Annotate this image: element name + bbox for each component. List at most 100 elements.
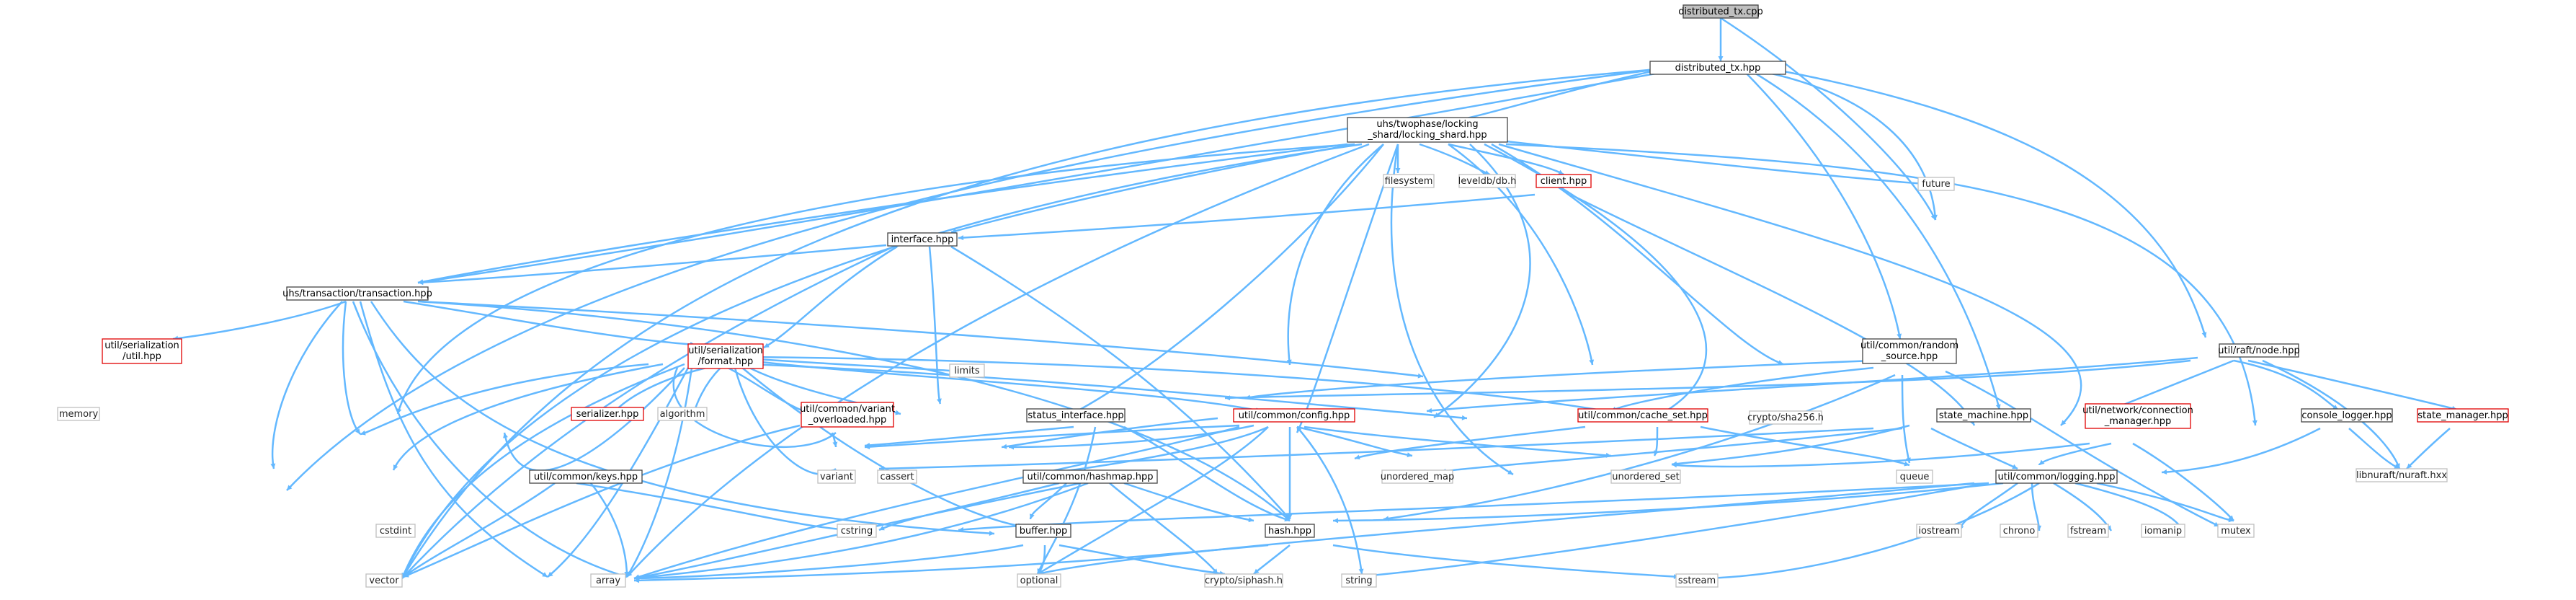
node-label-line-2: _source.hpp (1881, 351, 1938, 362)
node-state-manager-hpp[interactable]: state_manager.hpp (2417, 408, 2509, 423)
node-locking-shard-hpp[interactable]: uhs/twophase/locking _shard/locking_shar… (1347, 117, 1508, 143)
node-hash-hpp[interactable]: hash.hpp (1265, 524, 1315, 538)
edge (1720, 17, 1937, 221)
node-transaction-hpp[interactable]: uhs/transaction/transaction.hpp (282, 286, 432, 301)
edge (950, 143, 1355, 234)
node-crypto-sha256-h[interactable]: crypto/sha256.h (1747, 410, 1824, 425)
node-serialization-util-hpp[interactable]: util/serialization /util.hpp (102, 338, 182, 364)
node-variant[interactable]: variant (817, 469, 856, 484)
edge (763, 245, 898, 349)
node-label-line-1: util/network/connection (2082, 405, 2193, 416)
node-label: vector (369, 575, 399, 586)
edge (928, 246, 942, 405)
node-cstring[interactable]: cstring (837, 524, 877, 538)
edge (1671, 442, 2090, 468)
edge-arrowhead (2394, 464, 2399, 469)
node-unordered-map[interactable]: unordered_map (1381, 469, 1455, 484)
node-connection-manager-hpp[interactable]: util/network/connection _manager.hpp (2082, 403, 2193, 429)
node-leveldb-db-h[interactable]: leveldb/db.h (1458, 174, 1517, 188)
edge (2348, 428, 2400, 470)
edge (359, 301, 548, 578)
edge (1671, 424, 1910, 466)
node-random-source-hpp[interactable]: util/common/random _source.hpp (1860, 338, 1958, 364)
edge (1332, 544, 1680, 578)
node-array[interactable]: array (590, 573, 626, 588)
node-label: distributed_tx.cpp (1678, 6, 1763, 17)
node-hashmap-hpp[interactable]: util/common/hashmap.hpp (1022, 469, 1158, 484)
node-chrono[interactable]: chrono (2000, 524, 2038, 538)
node-logging-hpp[interactable]: util/common/logging.hpp (1995, 469, 2118, 484)
node-label: fstream (2070, 526, 2106, 537)
edge (2161, 427, 2321, 474)
node-buffer-hpp[interactable]: buffer.hpp (1015, 524, 1071, 538)
node-label-line-1: util/common/random (1860, 340, 1958, 351)
edge-arrowhead (1558, 169, 1564, 175)
node-console-logger-hpp[interactable]: console_logger.hpp (2301, 408, 2393, 423)
node-keys-hpp[interactable]: util/common/keys.hpp (529, 469, 643, 484)
node-label: distributed_tx.hpp (1675, 63, 1761, 74)
edge (958, 193, 1536, 239)
node-cache-set-hpp[interactable]: util/common/cache_set.hpp (1577, 408, 1708, 423)
node-distributed-tx-cpp[interactable]: distributed_tx.cpp (1678, 4, 1763, 19)
node-interface-hpp[interactable]: interface.hpp (887, 232, 958, 247)
edge (352, 301, 628, 578)
edge-arrowhead (624, 571, 630, 577)
node-future[interactable]: future (1917, 177, 1955, 191)
node-vector[interactable]: vector (365, 573, 403, 588)
edge (1296, 425, 1413, 457)
node-memory[interactable]: memory (57, 407, 100, 421)
node-cstdint[interactable]: cstdint (375, 524, 416, 538)
node-variant-overloaded-hpp[interactable]: util/common/variant _overloaded.hpp (800, 402, 895, 428)
edge (1059, 544, 1226, 575)
node-label-line-1: util/serialization (104, 340, 179, 351)
node-optional[interactable]: optional (1017, 573, 1061, 588)
node-fstream[interactable]: fstream (2067, 524, 2109, 538)
edge-arrowhead (1383, 516, 1389, 521)
node-label: variant (820, 472, 853, 482)
edge (2247, 359, 2458, 411)
node-state-machine-hpp[interactable]: state_machine.hpp (1936, 408, 2031, 423)
node-mutex[interactable]: mutex (2217, 524, 2255, 538)
edge (1498, 143, 2082, 426)
edge-arrowhead (895, 410, 901, 415)
edge (417, 300, 1424, 378)
node-iostream[interactable]: iostream (1916, 524, 1962, 538)
edge-arrowhead (418, 280, 424, 286)
node-config-hpp[interactable]: util/common/config.hpp (1233, 408, 1355, 423)
edge (360, 363, 649, 436)
edge (1958, 482, 2018, 531)
node-status-interface-hpp[interactable]: status_interface.hpp (1026, 408, 1126, 423)
edge-arrowhead (958, 235, 964, 241)
node-unordered-set[interactable]: unordered_set (1610, 469, 1681, 484)
edge (1244, 359, 1874, 400)
node-algorithm[interactable]: algorithm (657, 407, 708, 421)
node-distributed-tx-hpp[interactable]: distributed_tx.hpp (1649, 61, 1786, 75)
node-queue[interactable]: queue (1896, 469, 1933, 484)
edge-arrowhead (1461, 415, 1467, 420)
node-crypto-siphash-h[interactable]: crypto/siphash.h (1204, 573, 1283, 588)
edge (417, 69, 1672, 284)
node-iomanip[interactable]: iomanip (2141, 524, 2185, 538)
edge (1448, 143, 1564, 176)
edge-arrowhead (2061, 420, 2067, 425)
dependency-edges (172, 17, 2458, 583)
node-client-hpp[interactable]: client.hpp (1536, 174, 1592, 188)
node-string[interactable]: string (1341, 573, 1377, 588)
node-nuraft-hxx[interactable]: libnuraft/nuraft.hxx (2356, 468, 2448, 482)
node-serializer-hpp[interactable]: serializer.hpp (571, 407, 644, 421)
edge-arrowhead (1995, 404, 2001, 410)
node-raft-node-hpp[interactable]: util/raft/node.hpp (2218, 343, 2300, 358)
node-limits[interactable]: limits (949, 363, 985, 378)
edge-arrowhead (1778, 360, 1783, 365)
node-label: libnuraft/nuraft.hxx (2356, 470, 2447, 481)
edge (1036, 426, 1097, 575)
edge (401, 68, 1658, 579)
node-sstream[interactable]: sstream (1675, 573, 1719, 588)
node-label: cstdint (380, 526, 411, 537)
node-label-line-2: /util.hpp (122, 351, 161, 362)
node-label: iomanip (2144, 526, 2182, 537)
edge-arrowhead (1932, 214, 1938, 220)
node-cassert[interactable]: cassert (877, 469, 917, 484)
node-serialization-format-hpp[interactable]: util/serialization /format.hpp (687, 343, 764, 369)
node-filesystem[interactable]: filesystem (1383, 174, 1435, 188)
